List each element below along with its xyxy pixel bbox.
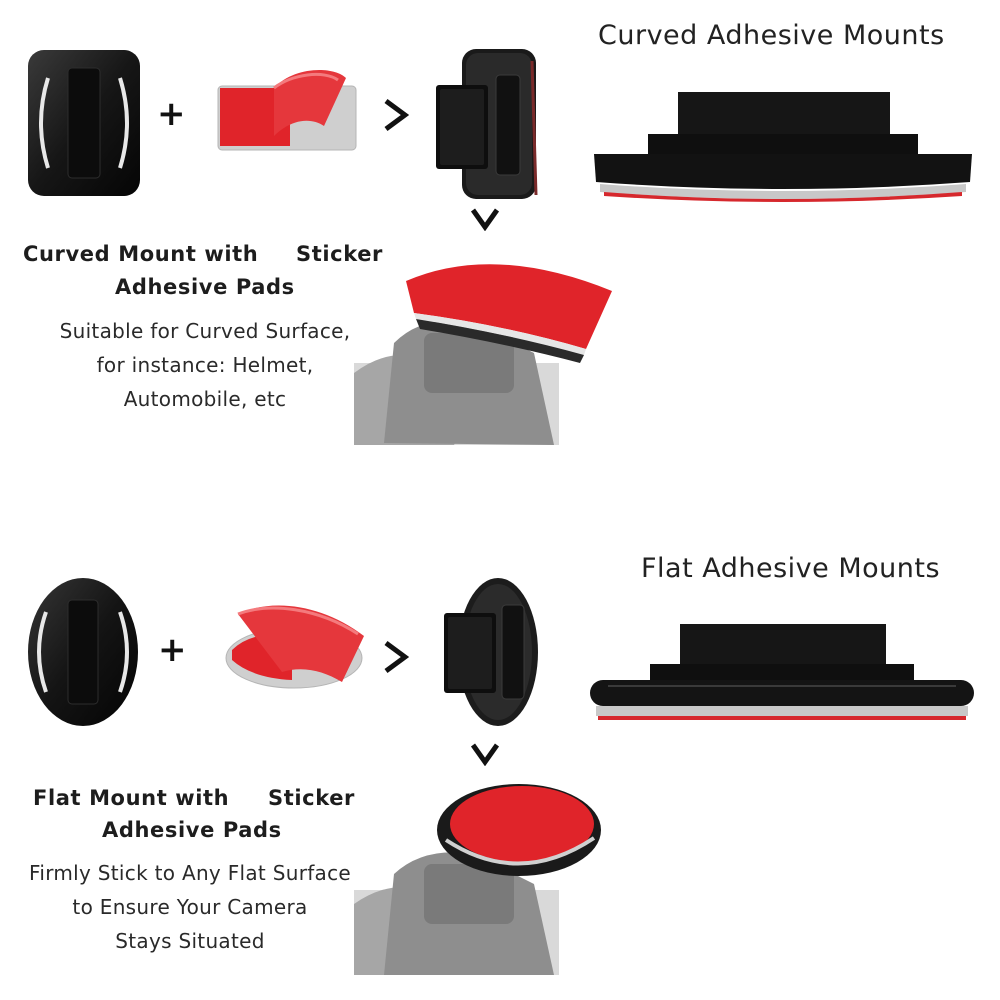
flat-label-line1-a: Flat Mount with bbox=[33, 786, 230, 810]
curved-label-line1-b: Sticker bbox=[296, 242, 384, 266]
flat-desc-line: to Ensure Your Camera bbox=[72, 895, 308, 919]
curved-label-line1-a: Curved Mount with bbox=[23, 242, 259, 266]
flat-section-title: Flat Adhesive Mounts bbox=[641, 553, 941, 584]
curved-sticker-pad-image bbox=[214, 66, 360, 156]
flat-label-line1-b: Sticker bbox=[268, 786, 356, 810]
curved-desc-line: Suitable for Curved Surface, bbox=[59, 319, 351, 343]
curved-desc-line: for instance: Helmet, bbox=[96, 353, 314, 377]
flat-label-line2: Adhesive Pads bbox=[102, 818, 282, 842]
curved-desc-line: Automobile, etc bbox=[123, 387, 287, 411]
arrow-right-icon bbox=[383, 640, 409, 674]
curved-label-line2: Adhesive Pads bbox=[115, 275, 295, 299]
plus-sign: + bbox=[158, 630, 187, 670]
flat-mount-image bbox=[26, 576, 140, 728]
flat-desc-line: Stays Situated bbox=[115, 929, 265, 953]
arrow-down-icon bbox=[470, 207, 500, 231]
flat-desc-line: Firmly Stick to Any Flat Surface bbox=[28, 861, 352, 885]
plus-sign: + bbox=[157, 94, 186, 134]
curved-description: Suitable for Curved Surface, for instanc… bbox=[30, 314, 380, 416]
curved-mount-applied-photo bbox=[354, 253, 614, 445]
curved-mount-image bbox=[26, 48, 142, 198]
curved-mount-side-view-image bbox=[590, 88, 976, 204]
flat-mount-applied-photo bbox=[354, 780, 604, 975]
flat-sticker-pad-image bbox=[222, 600, 368, 692]
flat-description: Firmly Stick to Any Flat Surface to Ensu… bbox=[15, 856, 365, 958]
arrow-right-icon bbox=[383, 98, 409, 132]
flat-buckle-mount-image bbox=[440, 575, 540, 730]
curved-section-title: Curved Adhesive Mounts bbox=[598, 20, 945, 51]
flat-mount-side-view-image bbox=[588, 620, 976, 724]
curved-buckle-mount-image bbox=[432, 45, 542, 205]
arrow-down-icon bbox=[470, 742, 500, 766]
